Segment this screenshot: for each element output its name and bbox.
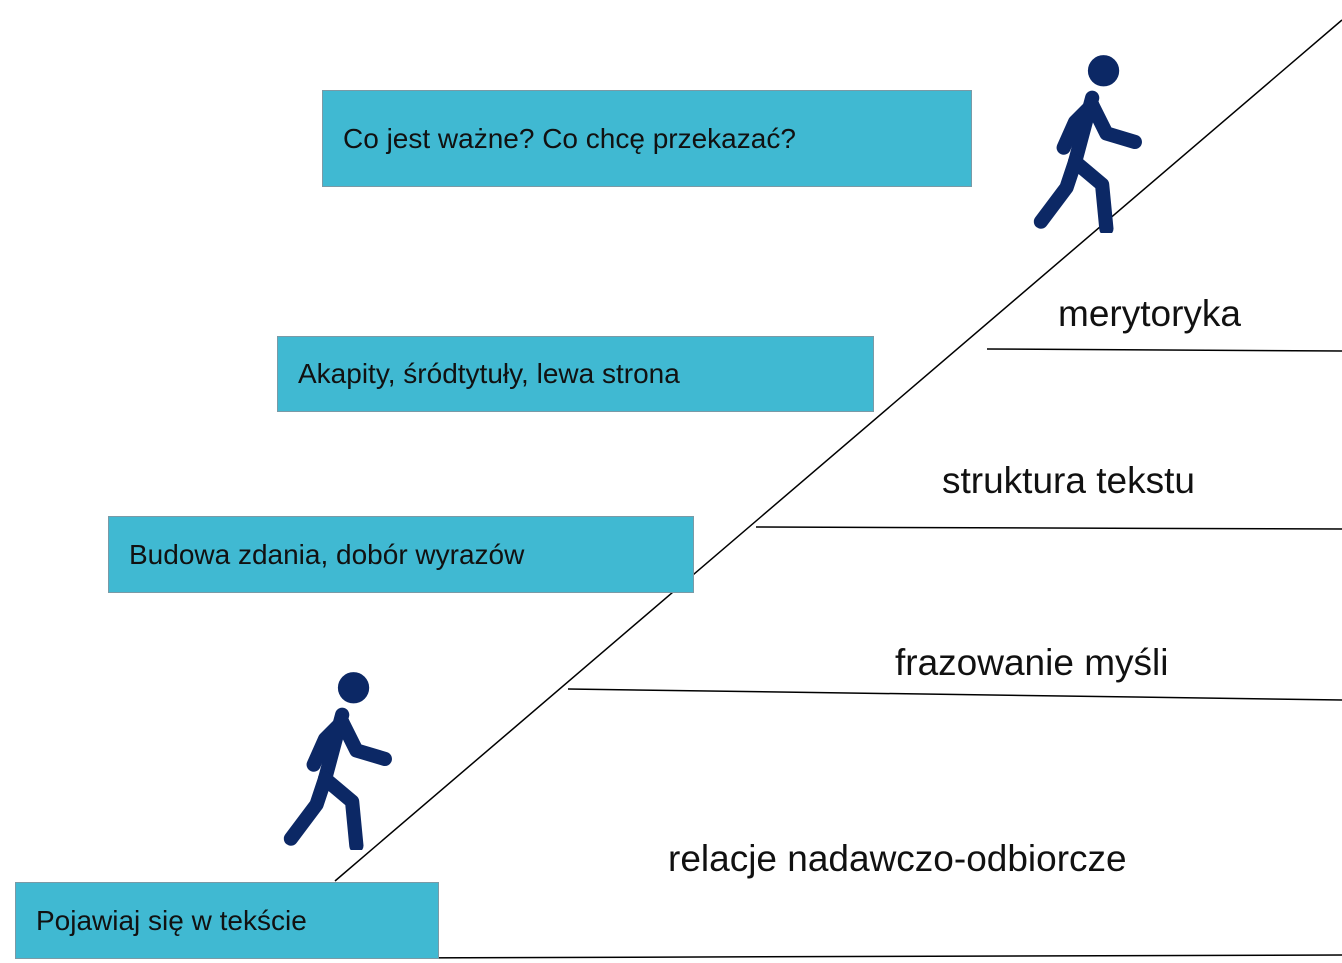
person-walking-icon — [1033, 55, 1142, 233]
note-text: Akapity, śródtytuły, lewa strona — [298, 358, 680, 389]
level-label-content: merytoryka — [1058, 293, 1241, 334]
level-label-structure: struktura tekstu — [942, 460, 1195, 501]
level-line-2 — [755, 526, 1342, 530]
note-text: Pojawiaj się w tekście — [36, 904, 307, 936]
person-walking-icon — [283, 672, 392, 850]
level-label-relations: relacje nadawczo-odbiorcze — [668, 838, 1127, 879]
note-box-meaning: Co jest ważne? Co chcę przekazać? — [322, 90, 972, 187]
level-line-3 — [986, 348, 1342, 352]
level-label-phrasing: frazowanie myśli — [895, 642, 1169, 683]
level-line-1 — [567, 688, 1342, 701]
note-box-appear: Pojawiaj się w tekście — [15, 882, 439, 959]
note-box-sentence: Budowa zdania, dobór wyrazów — [108, 516, 694, 593]
ramp-line — [334, 19, 1342, 882]
note-text: Co jest ważne? Co chcę przekazać? — [343, 122, 796, 154]
note-text: Budowa zdania, dobór wyrazów — [129, 538, 525, 570]
level-line-ground — [379, 954, 1342, 959]
note-box-paragraphs: Akapity, śródtytuły, lewa strona — [277, 336, 874, 412]
